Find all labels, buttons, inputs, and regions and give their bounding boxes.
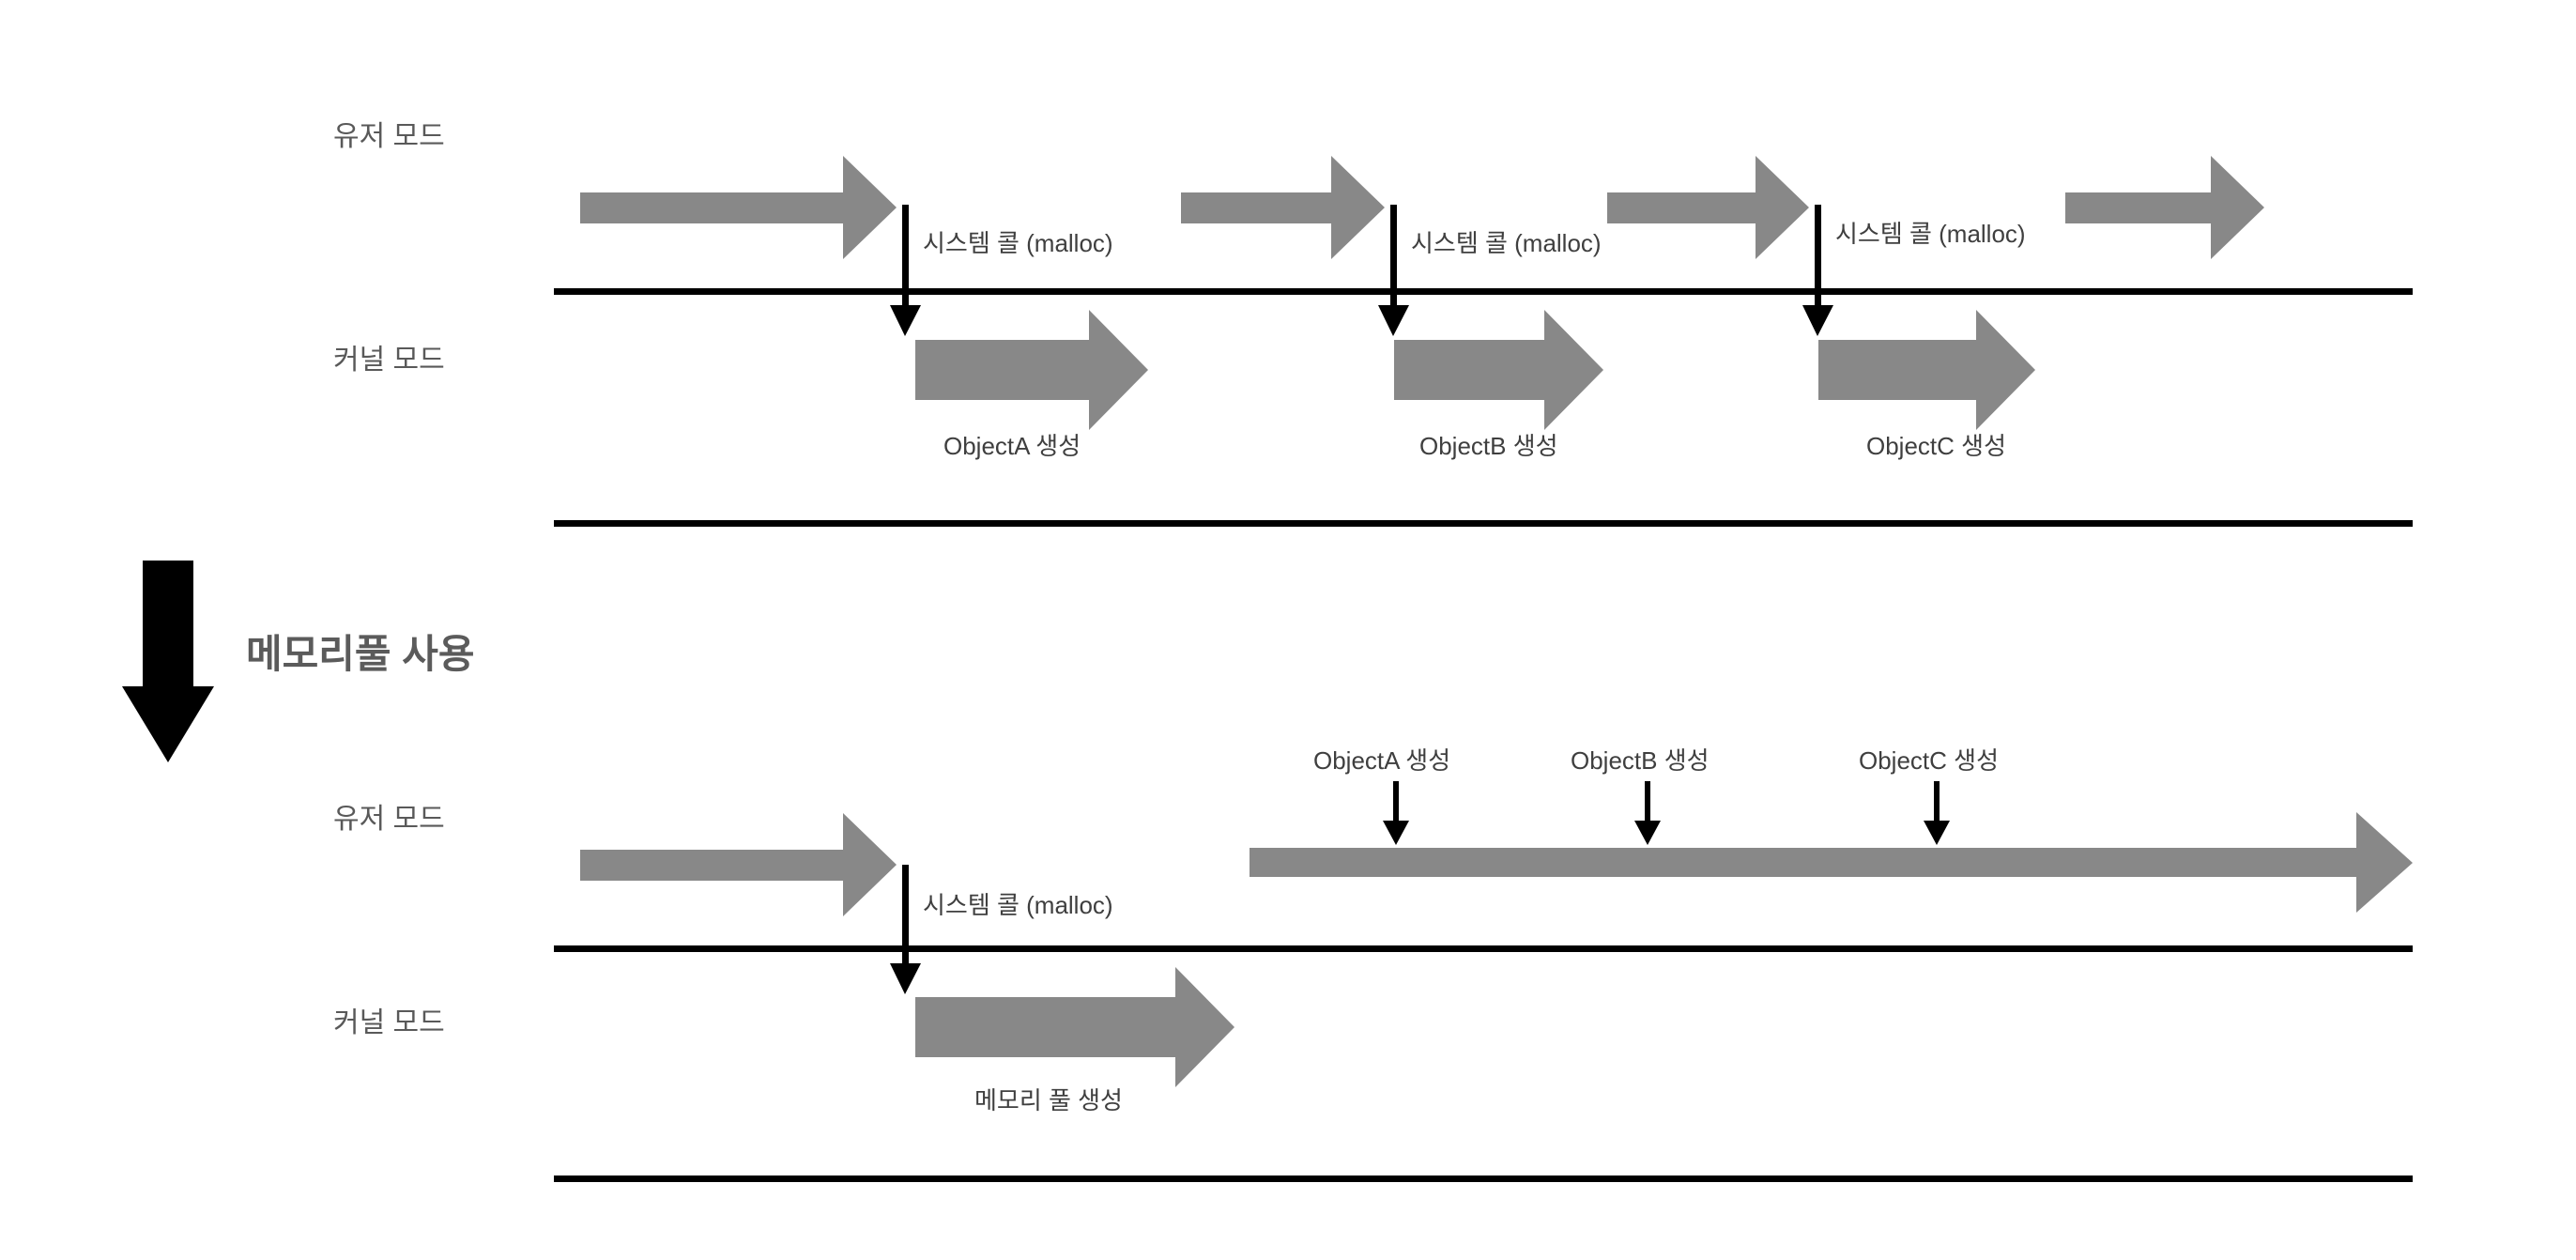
bottom-user-long-arrow — [1250, 812, 2413, 913]
object-a-down-arrow — [1383, 781, 1409, 845]
bottom-lane-label-kernel: 커널 모드 — [333, 1007, 445, 1038]
top-lane-label-user: 유저 모드 — [333, 121, 445, 152]
bottom-user-event-label-c: ObjectC 생성 — [1859, 746, 1999, 775]
bottom-kernel-arrow-1 — [915, 967, 1234, 1087]
top-kernel-work-label-3: ObjectC 생성 — [1866, 432, 2006, 460]
top-syscall-label-3: 시스템 콜 (malloc) — [1835, 220, 2026, 248]
bottom-syscall-down-arrow — [890, 865, 921, 994]
bottom-user-kernel-divider — [554, 945, 2413, 952]
user-arrow-4 — [2065, 156, 2264, 259]
top-syscall-label-2: 시스템 콜 (malloc) — [1411, 229, 1602, 257]
top-kernel-work-label-1: ObjectA 생성 — [943, 432, 1081, 460]
top-syscall-label-1: 시스템 콜 (malloc) — [923, 229, 1113, 257]
bottom-section-bottom-line — [554, 1175, 2413, 1182]
object-c-down-arrow — [1924, 781, 1950, 845]
top-lane-label-kernel: 커널 모드 — [333, 345, 445, 376]
memory-pool-transition-arrow-icon — [122, 561, 214, 762]
user-arrow-1 — [580, 156, 897, 259]
bottom-user-event-label-b: ObjectB 생성 — [1571, 746, 1710, 775]
syscall-down-arrow-3 — [1802, 205, 1833, 336]
bottom-user-event-label-a: ObjectA 생성 — [1313, 746, 1451, 775]
bottom-syscall-label-1: 시스템 콜 (malloc) — [923, 891, 1113, 919]
kernel-arrow-3 — [1818, 310, 2035, 430]
syscall-down-arrow-1 — [890, 205, 921, 336]
top-section-bottom-line — [554, 520, 2413, 527]
bottom-lane-label-user: 유저 모드 — [333, 804, 445, 835]
kernel-arrow-2 — [1394, 310, 1603, 430]
object-b-down-arrow — [1634, 781, 1661, 845]
memory-pool-section-title: 메모리풀 사용 — [246, 632, 475, 676]
bottom-kernel-work-label-1: 메모리 풀 생성 — [974, 1086, 1123, 1114]
syscall-down-arrow-2 — [1378, 205, 1409, 336]
user-arrow-2 — [1181, 156, 1385, 259]
user-arrow-3 — [1607, 156, 1809, 259]
kernel-arrow-1 — [915, 310, 1148, 430]
top-user-kernel-divider — [554, 288, 2413, 295]
bottom-user-arrow-1 — [580, 813, 897, 916]
top-kernel-work-label-2: ObjectB 생성 — [1419, 432, 1558, 460]
